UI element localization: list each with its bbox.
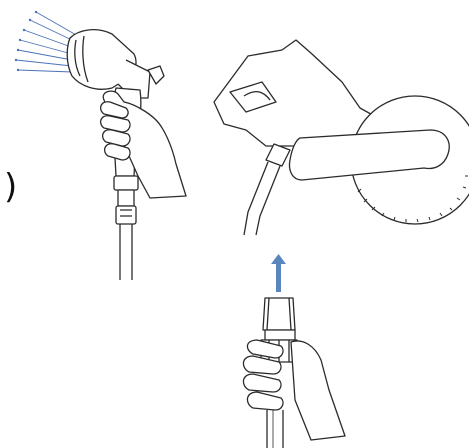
pattern-dial-illustration bbox=[200, 30, 469, 265]
up-arrow-icon bbox=[271, 254, 286, 292]
connector-attach-icon bbox=[225, 250, 365, 448]
pattern-dial-icon bbox=[200, 30, 469, 265]
spray-gun-icon bbox=[0, 0, 210, 280]
hose-connector-illustration bbox=[225, 250, 365, 448]
spray-nozzle-illustration bbox=[0, 0, 210, 280]
